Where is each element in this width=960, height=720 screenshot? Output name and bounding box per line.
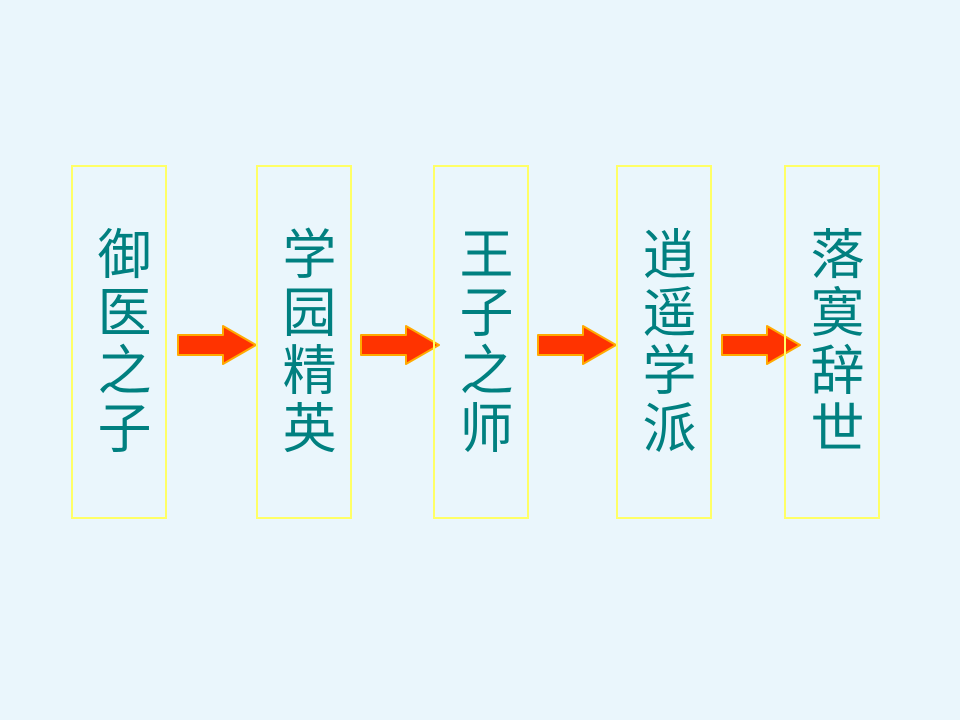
stage-box-2: 学园精英 <box>256 165 352 519</box>
stage-box-1: 御医之子 <box>71 165 167 519</box>
stage-box-3: 王子之师 <box>433 165 529 519</box>
stage-label-2: 学园精英 <box>273 226 336 458</box>
right-arrow-icon <box>177 325 257 365</box>
stage-box-5: 落寞辞世 <box>784 165 880 519</box>
right-arrow-icon <box>721 325 801 365</box>
stage-label-5: 落寞辞世 <box>801 226 864 458</box>
right-arrow-icon <box>537 325 617 365</box>
stage-label-1: 御医之子 <box>88 226 151 458</box>
stage-label-4: 逍遥学派 <box>633 226 696 458</box>
stage-label-3: 王子之师 <box>450 226 513 458</box>
right-arrow-icon <box>360 325 440 365</box>
stage-box-4: 逍遥学派 <box>616 165 712 519</box>
